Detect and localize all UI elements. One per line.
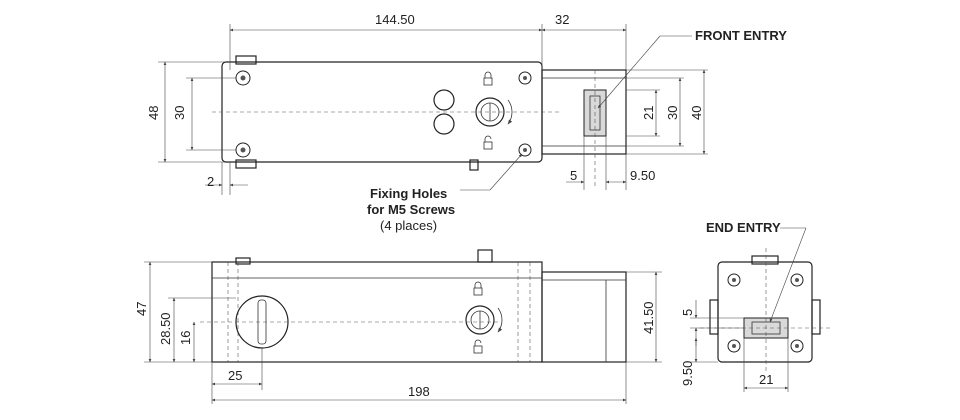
lock-closed-icon <box>483 71 493 86</box>
dim-front-5: 5 <box>570 168 577 183</box>
screw-icon <box>518 71 532 85</box>
side-body <box>211 261 543 363</box>
fixing-holes-line-3: (4 places) <box>380 218 437 233</box>
dim-top-head: 32 <box>555 12 569 27</box>
side-nub <box>477 249 493 263</box>
indicator-led-lower <box>433 113 455 135</box>
dim-side-16: 16 <box>178 331 193 345</box>
screw-icon <box>727 339 741 353</box>
top-lug-upper <box>235 55 257 65</box>
fixing-holes-line-2: for M5 Screws <box>367 202 455 217</box>
lock-closed-icon <box>473 281 483 296</box>
dim-front-950: 9.50 <box>630 168 655 183</box>
top-nub <box>469 159 479 171</box>
dim-end-950: 9.50 <box>680 361 695 386</box>
dim-top-length: 144.50 <box>375 12 415 27</box>
dim-front-40: 40 <box>689 106 704 120</box>
lock-open-icon <box>473 339 483 354</box>
screw-icon <box>235 70 251 86</box>
dim-front-21: 21 <box>641 106 656 120</box>
screw-icon <box>727 273 741 287</box>
end-view: END ENTRY 5 9.50 21 <box>680 220 830 392</box>
end-side-boss-right <box>811 299 821 335</box>
fixing-holes-line-1: Fixing Holes <box>370 186 447 201</box>
dim-end-21: 21 <box>759 372 773 387</box>
rotary-actuator-icon <box>465 305 503 335</box>
indicator-led-upper <box>433 89 455 111</box>
dim-side-47: 47 <box>134 302 149 316</box>
dim-side-198: 198 <box>408 384 430 399</box>
front-entry-label: FRONT ENTRY <box>695 28 787 43</box>
dim-top-offset: 2 <box>207 174 214 189</box>
screw-icon <box>518 143 532 157</box>
top-view: 144.50 32 48 30 2 21 30 40 <box>146 12 787 195</box>
dim-top-height: 48 <box>146 106 161 120</box>
side-lug <box>235 257 251 265</box>
dim-front-30: 30 <box>665 106 680 120</box>
dim-side-25: 25 <box>228 368 242 383</box>
screw-icon <box>235 142 251 158</box>
top-lug-lower <box>235 159 257 169</box>
lock-open-icon <box>483 135 493 150</box>
dim-side-2850: 28.50 <box>158 312 173 345</box>
side-head <box>541 271 627 363</box>
dim-top-inner: 30 <box>172 106 187 120</box>
end-entry-label: END ENTRY <box>706 220 781 235</box>
dim-side-4150: 41.50 <box>641 301 656 334</box>
screw-icon <box>790 339 804 353</box>
side-view: 47 28.50 16 25 198 41.50 <box>134 249 662 404</box>
dim-end-5: 5 <box>680 309 695 316</box>
end-side-boss-left <box>709 299 719 335</box>
end-top-nub <box>751 255 779 265</box>
screw-icon <box>790 273 804 287</box>
